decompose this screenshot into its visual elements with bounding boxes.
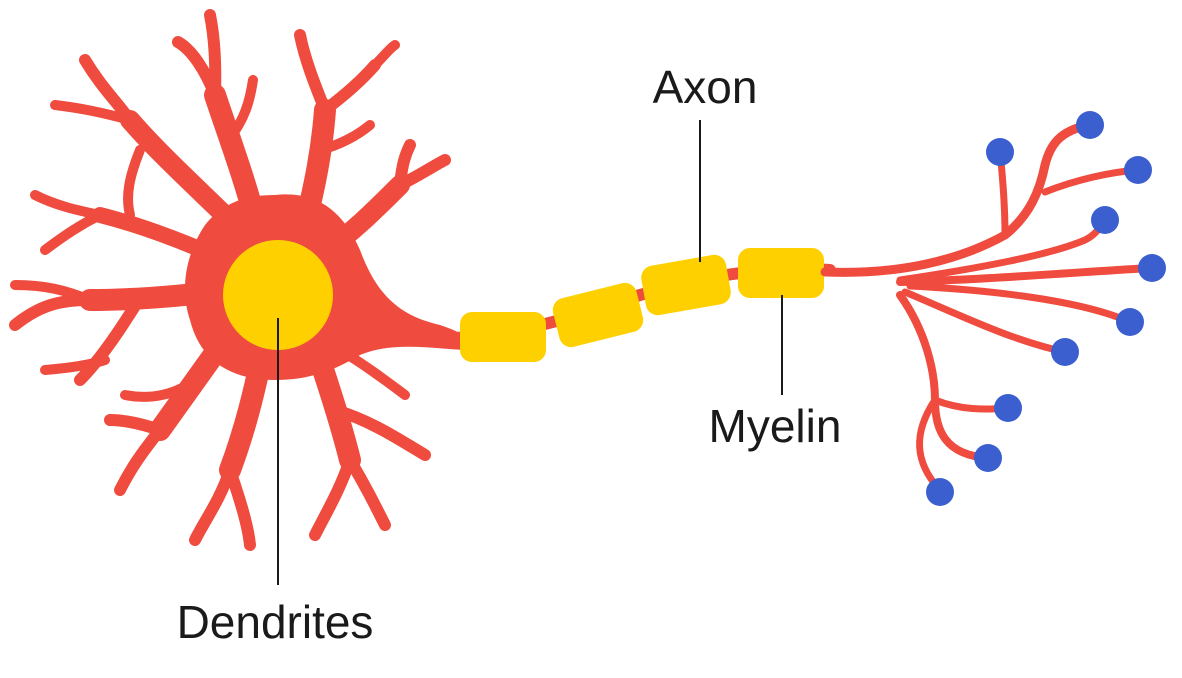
dendrite-branch — [104, 414, 166, 436]
dendrite-branch — [294, 29, 331, 116]
dendrite-tree — [9, 9, 451, 551]
dendrite-branch — [223, 75, 258, 145]
axon-terminal — [1124, 156, 1152, 184]
terminal-branch — [896, 264, 1154, 286]
axon-terminals — [926, 111, 1166, 506]
axon-terminal — [986, 138, 1014, 166]
dendrite-branch — [9, 294, 96, 331]
dendrite-branch — [204, 9, 222, 101]
dendrite-branch — [50, 100, 135, 125]
myelin-segment — [738, 248, 824, 298]
axon-terminal — [1138, 254, 1166, 282]
dendrite-branch — [74, 292, 146, 386]
axon-terminal — [926, 478, 954, 506]
dendrite-branch — [30, 190, 105, 220]
dendrite-branch — [189, 464, 236, 546]
dendrite-branch — [394, 139, 416, 191]
axon-terminal — [1116, 308, 1144, 336]
axon-terminal — [994, 394, 1022, 422]
dendrite-branch — [315, 120, 375, 155]
axon-terminal-branches — [820, 120, 1154, 494]
dendrite-branch — [10, 280, 95, 305]
myelin-sheaths — [460, 248, 824, 362]
myelin-label: Myelin — [709, 400, 842, 452]
axon-terminal — [1076, 111, 1104, 139]
axon-terminal — [1091, 206, 1119, 234]
terminal-branch — [906, 282, 1134, 326]
dendrite-branch — [344, 454, 391, 531]
terminal-branch — [820, 120, 1095, 277]
myelin-segment — [641, 254, 731, 316]
axon-terminal — [974, 444, 1002, 472]
myelin-segment — [460, 312, 546, 362]
dendrite-branch — [123, 145, 145, 220]
myelin-segment — [552, 282, 644, 348]
axon-terminal — [1051, 338, 1079, 366]
dendrite-branch — [114, 424, 166, 496]
terminal-branch — [1041, 166, 1142, 196]
dendrite-branch — [40, 355, 110, 375]
terminal-branch — [901, 288, 1069, 356]
dendrite-branch — [370, 40, 400, 70]
nucleus — [223, 240, 333, 350]
dendrite-branch — [319, 59, 381, 116]
dendrite-branch — [329, 404, 431, 461]
dendrite-branch — [309, 454, 356, 541]
dendrites-label: Dendrites — [177, 596, 374, 648]
dendrite-branch — [120, 375, 200, 402]
dendrite-branch — [40, 210, 105, 255]
axon-label: Axon — [653, 61, 758, 113]
dendrite-branch — [224, 464, 256, 551]
